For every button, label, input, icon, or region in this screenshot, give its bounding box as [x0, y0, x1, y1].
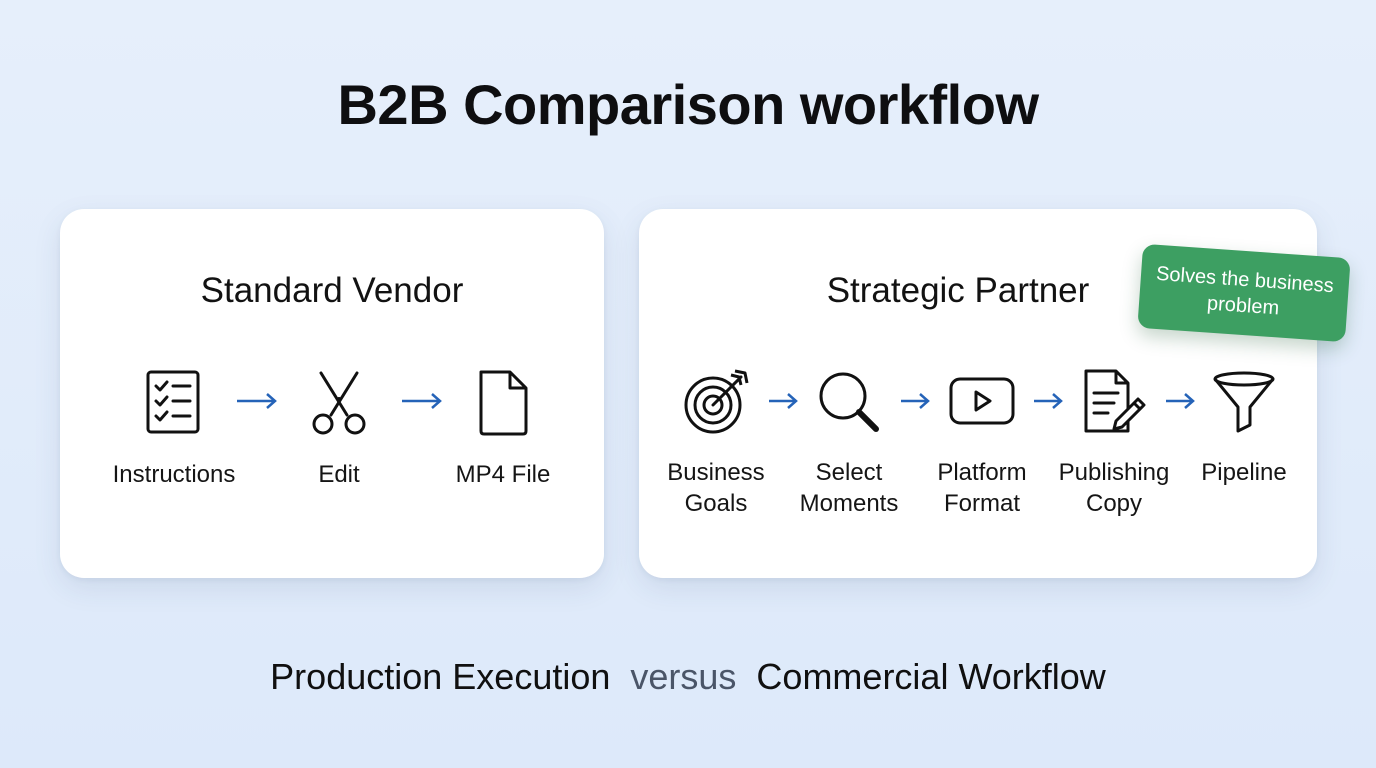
step-label: Pipeline — [1201, 459, 1287, 486]
step-label: Instructions — [112, 461, 236, 488]
step-mp4-file: MP4 File — [433, 369, 573, 490]
footer-versus-label: versus — [630, 656, 737, 697]
step-publishing-copy: Publishing Copy — [1044, 369, 1184, 519]
footer-caption: Production Execution versus Commercial Wor… — [0, 656, 1376, 698]
step-select-moments: Select Moments — [779, 369, 919, 519]
step-label: Business Goals — [667, 459, 765, 517]
step-label: Publishing Copy — [1058, 459, 1170, 517]
standard-vendor-card: Standard Vendor Instructions — [60, 209, 604, 578]
arrow-icon — [1034, 393, 1063, 409]
arrow-icon — [901, 393, 930, 409]
footer-left-label: Production Execution — [270, 656, 611, 697]
card-title-standard-vendor: Standard Vendor — [200, 271, 464, 310]
page-title: B2B Comparison workflow — [337, 73, 1039, 136]
footer-right-label: Commercial Workflow — [756, 656, 1106, 697]
magnifier-icon — [819, 372, 879, 432]
scissors-icon — [312, 371, 366, 435]
arrow-icon — [402, 393, 442, 409]
step-label: Select Moments — [799, 459, 899, 517]
file-icon — [479, 370, 528, 436]
arrow-icon — [1166, 393, 1195, 409]
checklist-icon — [146, 370, 200, 434]
document-pen-icon — [1084, 369, 1146, 433]
step-pipeline: Pipeline — [1174, 369, 1314, 488]
step-label: Platform Format — [937, 459, 1027, 517]
badge-text: Solves the business problem — [1155, 262, 1335, 320]
arrow-icon — [769, 393, 798, 409]
step-label: MP4 File — [455, 461, 551, 488]
arrow-icon — [237, 393, 277, 409]
step-business-goals: Business Goals — [646, 369, 786, 519]
step-instructions: Instructions — [104, 369, 244, 490]
step-label: Edit — [318, 461, 360, 488]
card-title-strategic-partner: Strategic Partner — [826, 271, 1090, 310]
step-edit: Edit — [269, 369, 409, 490]
play-icon — [949, 377, 1015, 425]
funnel-icon — [1213, 371, 1275, 433]
solves-problem-badge: Solves the business problem — [1137, 243, 1351, 343]
target-icon — [684, 369, 749, 434]
step-platform-format: Platform Format — [912, 369, 1052, 519]
